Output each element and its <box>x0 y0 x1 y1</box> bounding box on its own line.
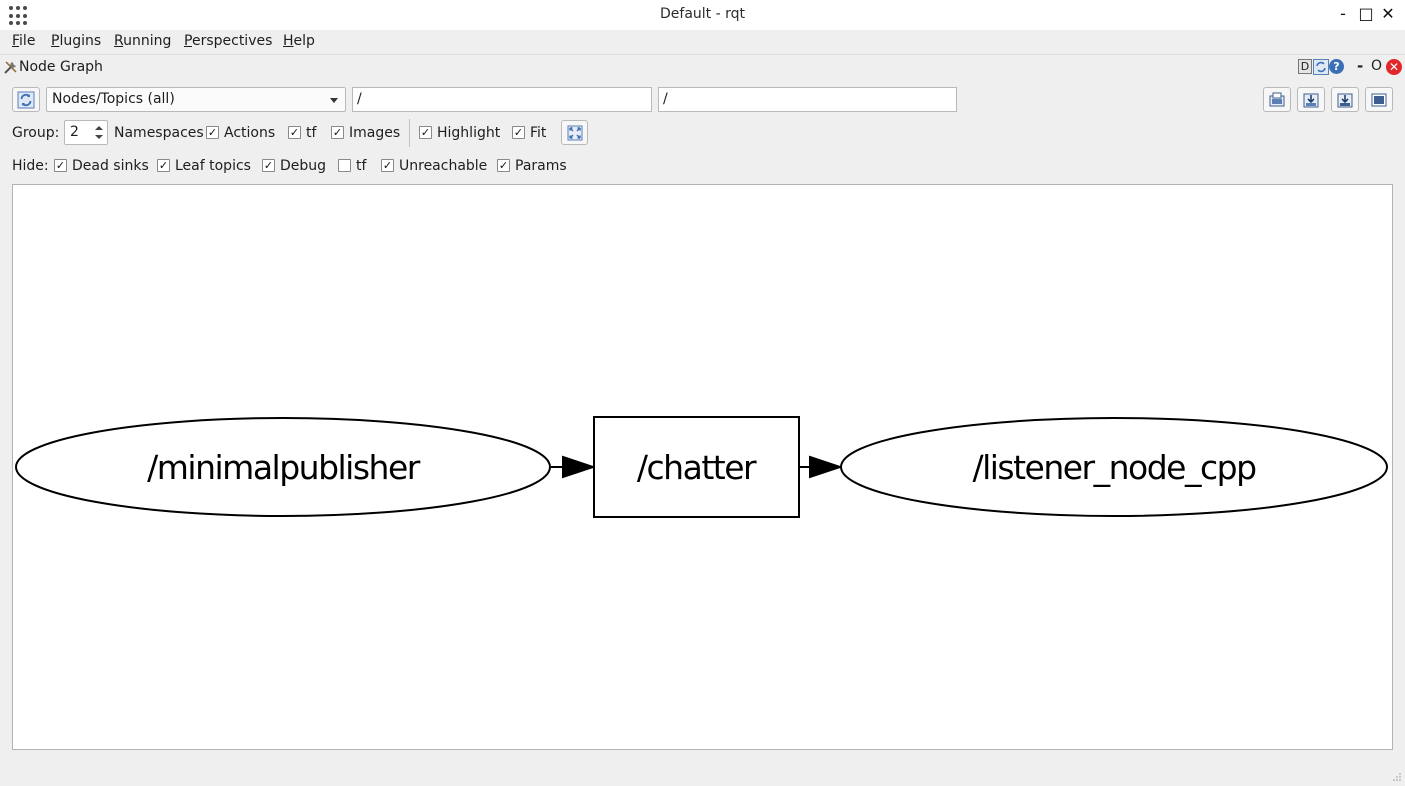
minimize-button[interactable]: - <box>1340 4 1346 23</box>
options-plugin-button[interactable]: O <box>1371 58 1383 74</box>
menu-running[interactable]: Running <box>114 33 172 49</box>
save-dot-button[interactable] <box>1297 87 1325 112</box>
refresh-graph-button[interactable] <box>12 87 40 112</box>
node-filter-input[interactable]: / <box>352 87 652 112</box>
spin-down-icon[interactable] <box>95 135 103 139</box>
leaf-topics-checkbox[interactable]: ✓ <box>157 159 170 172</box>
graph-edge-topic-to-subscriber <box>799 455 844 479</box>
highlight-checkbox[interactable]: ✓ <box>419 126 432 139</box>
params-checkbox[interactable]: ✓ <box>497 159 510 172</box>
graph-type-selected: Nodes/Topics (all) <box>52 91 175 107</box>
namespaces-label: Namespaces <box>114 125 204 141</box>
dead-sinks-checkbox[interactable]: ✓ <box>54 159 67 172</box>
help-icon[interactable]: ? <box>1329 59 1344 74</box>
resize-grip-icon[interactable] <box>1392 772 1402 782</box>
graph-node-publisher[interactable]: /minimalpublisher <box>15 417 551 517</box>
graph-type-select[interactable]: Nodes/Topics (all) <box>46 87 346 112</box>
minimize-plugin-button[interactable]: - <box>1357 57 1364 75</box>
maximize-button[interactable]: □ <box>1358 4 1374 23</box>
graph-canvas[interactable]: /minimalpublisher /chatter /listener_nod… <box>12 184 1393 750</box>
tools-icon <box>4 61 17 74</box>
tf-hide-checkbox[interactable] <box>338 159 351 172</box>
publisher-node-label: /minimalpublisher <box>147 448 421 487</box>
load-dot-button[interactable] <box>1263 87 1291 112</box>
window-title: Default - rqt <box>660 6 745 22</box>
window-titlebar: Default - rqt - □ ✕ <box>0 0 1405 30</box>
images-label: Images <box>349 125 401 141</box>
fit-view-icon <box>567 125 582 140</box>
save-dot-icon <box>1303 93 1319 107</box>
leaf-topics-label: Leaf topics <box>175 158 251 174</box>
node-graph-svg: /minimalpublisher /chatter /listener_nod… <box>15 416 1388 518</box>
fit-in-view-button[interactable] <box>561 120 588 145</box>
fit-checkbox[interactable]: ✓ <box>512 126 525 139</box>
refresh-icon <box>17 91 35 108</box>
spin-up-icon[interactable] <box>95 126 103 130</box>
menu-plugins[interactable]: Plugins <box>51 33 102 49</box>
unreachable-label: Unreachable <box>399 158 488 174</box>
plugin-title: Node Graph <box>19 59 103 75</box>
hide-label: Hide: <box>12 158 49 174</box>
save-image-button[interactable] <box>1365 87 1393 112</box>
group-spinbox[interactable]: 2 <box>64 120 108 145</box>
menu-help[interactable]: Help <box>283 33 315 49</box>
close-plugin-icon[interactable]: ✕ <box>1386 59 1402 75</box>
tf-hide-label: tf <box>356 158 367 174</box>
subscriber-node-label: /listener_node_cpp <box>972 448 1256 487</box>
group-value: 2 <box>70 124 79 140</box>
debug-checkbox[interactable]: ✓ <box>262 159 275 172</box>
graph-node-subscriber[interactable]: /listener_node_cpp <box>840 417 1388 517</box>
close-window-button[interactable]: ✕ <box>1381 4 1395 23</box>
graph-node-topic[interactable]: /chatter <box>593 416 800 518</box>
tf-group-label: tf <box>306 125 317 141</box>
reload-plugin-icon[interactable] <box>1313 59 1329 75</box>
save-image-icon <box>1371 93 1387 106</box>
topic-node-label: /chatter <box>637 448 757 487</box>
unreachable-checkbox[interactable]: ✓ <box>381 159 394 172</box>
app-menu-icon[interactable] <box>9 6 29 26</box>
group-label: Group: <box>12 125 60 141</box>
highlight-label: Highlight <box>437 125 501 141</box>
menu-bar: File Plugins Running Perspectives Help <box>0 30 1405 55</box>
menu-perspectives[interactable]: Perspectives <box>184 33 273 49</box>
graph-edge-publisher-to-topic <box>551 455 597 479</box>
actions-checkbox[interactable]: ✓ <box>206 126 219 139</box>
debug-label: Debug <box>280 158 327 174</box>
dead-sinks-label: Dead sinks <box>72 158 149 174</box>
actions-label: Actions <box>224 125 276 141</box>
menu-file[interactable]: File <box>12 33 36 49</box>
save-svg-icon <box>1337 93 1353 107</box>
chevron-down-icon <box>330 98 338 103</box>
save-svg-button[interactable] <box>1331 87 1359 112</box>
open-folder-icon <box>1269 92 1285 106</box>
tf-group-checkbox[interactable]: ✓ <box>288 126 301 139</box>
dock-d-button[interactable]: D <box>1298 59 1312 74</box>
plugin-header: Node Graph D ? - O ✕ <box>0 57 1405 79</box>
fit-label: Fit <box>530 125 547 141</box>
toolbar-separator <box>409 119 410 147</box>
images-checkbox[interactable]: ✓ <box>331 126 344 139</box>
topic-filter-input[interactable]: / <box>658 87 957 112</box>
params-label: Params <box>515 158 567 174</box>
